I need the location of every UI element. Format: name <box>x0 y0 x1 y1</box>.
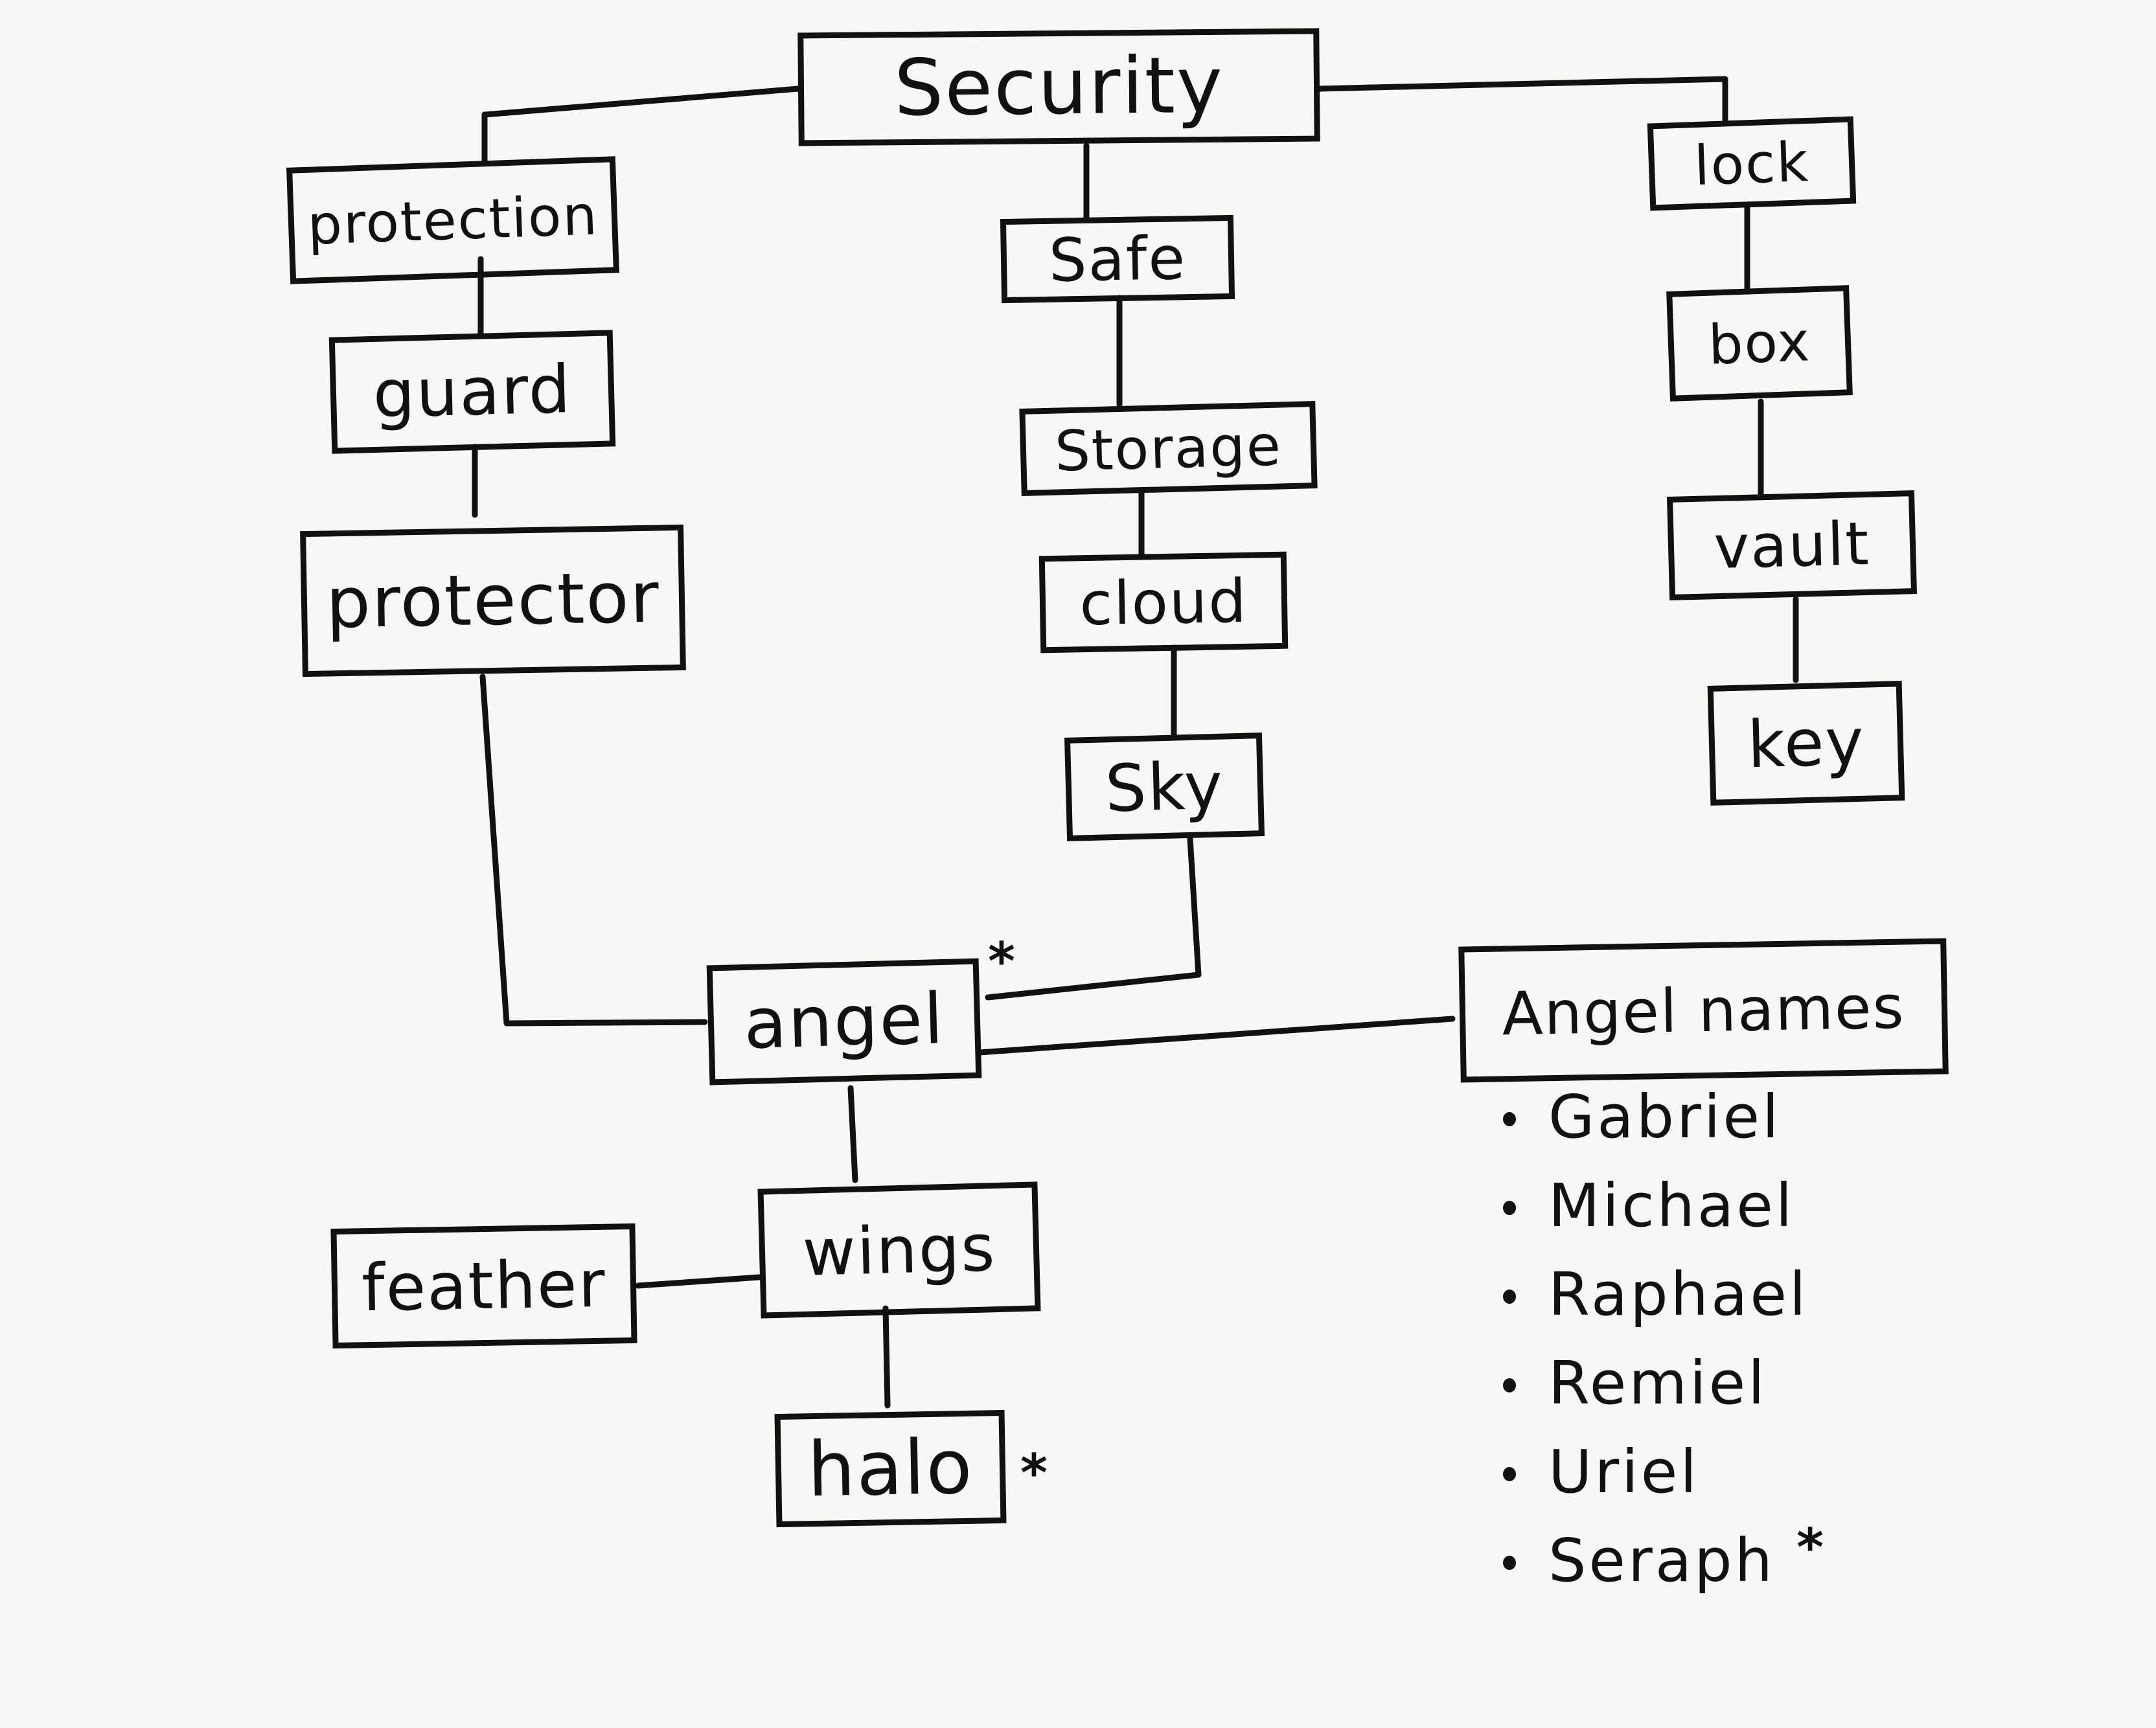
node-protector: protector <box>300 524 686 677</box>
link-protector-angel <box>479 674 708 1027</box>
link-wings-halo <box>882 1305 891 1409</box>
list-item: Seraph * <box>1497 1522 1826 1611</box>
angel-name: Seraph <box>1548 1526 1775 1595</box>
node-key: key <box>1707 681 1905 806</box>
link-sky-angel <box>985 836 1202 1001</box>
angel-name: Gabriel <box>1548 1082 1782 1152</box>
angel-name: Uriel <box>1548 1437 1699 1506</box>
node-safe: Safe <box>1000 214 1235 304</box>
node-angel: angel <box>706 958 982 1086</box>
link-security-lock <box>1316 76 1728 123</box>
node-cloud: cloud <box>1038 551 1289 654</box>
link-wings-feather <box>635 1274 763 1289</box>
node-vault: vault <box>1666 490 1918 600</box>
link-angel-names <box>976 1016 1456 1056</box>
list-item: Uriel <box>1497 1433 1826 1522</box>
node-angel-names: Angel names <box>1458 938 1949 1083</box>
angel-name: Remiel <box>1548 1348 1767 1418</box>
list-item: Raphael <box>1497 1256 1826 1345</box>
node-sky: Sky <box>1064 733 1265 841</box>
node-feather: feather <box>330 1223 637 1349</box>
node-security: Security <box>797 28 1320 146</box>
list-item: Gabriel <box>1497 1078 1826 1167</box>
node-lock: lock <box>1647 116 1857 211</box>
link-angel-wings <box>847 1085 858 1183</box>
node-halo: halo <box>774 1409 1007 1528</box>
link-security-protection <box>481 85 801 166</box>
angel-names-list: Gabriel Michael Raphael Remiel Uriel Ser… <box>1497 1078 1826 1611</box>
list-item: Remiel <box>1497 1345 1826 1433</box>
node-protection: protection <box>286 156 619 284</box>
asterisk-mark: * <box>1020 1443 1048 1503</box>
angel-name: Michael <box>1548 1171 1795 1240</box>
node-guard: guard <box>328 330 616 454</box>
asterisk-mark: * <box>988 931 1015 992</box>
node-wings: wings <box>757 1181 1041 1319</box>
node-box: box <box>1666 285 1853 402</box>
node-storage: Storage <box>1019 401 1318 496</box>
list-item: Michael <box>1497 1167 1826 1256</box>
asterisk-mark: * <box>1796 1518 1827 1578</box>
angel-name: Raphael <box>1548 1260 1809 1329</box>
